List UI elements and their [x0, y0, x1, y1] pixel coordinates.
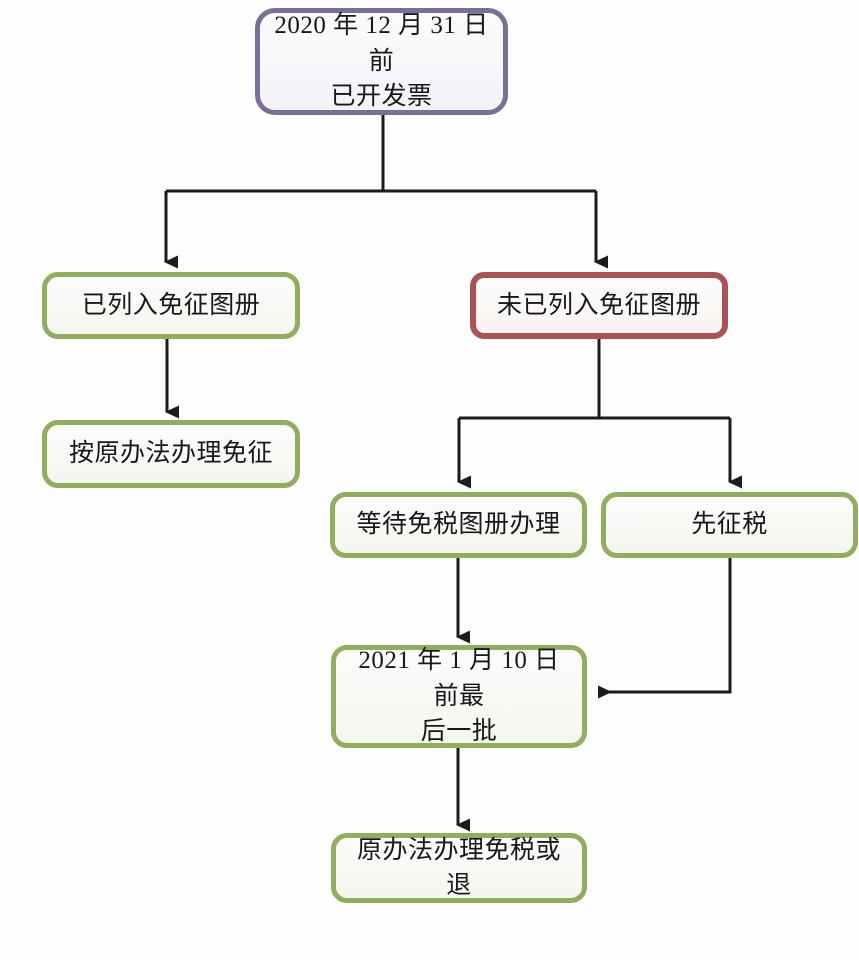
node-invoiced-before-20201231[interactable]: 2020 年 12 月 31 日前 已开发票 — [255, 8, 508, 115]
node-not-listed-in-catalog[interactable]: 未已列入免征图册 — [470, 272, 728, 339]
node-label: 未已列入免征图册 — [496, 291, 701, 319]
node-label: 先征税 — [691, 511, 768, 539]
node-label: 已列入免征图册 — [81, 291, 261, 319]
node-pay-tax-first[interactable]: 先征税 — [601, 492, 858, 558]
node-label: 2021 年 1 月 10 日前最 后一批 — [358, 647, 560, 746]
edge-paytax-to-lastbatch — [598, 558, 732, 699]
node-label: 等待免税图册办理 — [356, 511, 561, 539]
node-label: 原办法办理免税或退 — [356, 836, 561, 900]
node-label: 2020 年 12 月 31 日前 已开发票 — [274, 12, 489, 111]
node-refund-or-exempt[interactable]: 原办法办理免税或退 — [331, 833, 587, 903]
node-listed-in-catalog[interactable]: 已列入免征图册 — [42, 272, 300, 339]
node-label: 按原办法办理免征 — [68, 440, 273, 468]
node-last-batch-20210110[interactable]: 2021 年 1 月 10 日前最 后一批 — [331, 645, 587, 748]
node-exempt-original-method[interactable]: 按原办法办理免征 — [42, 420, 300, 488]
node-wait-for-catalog[interactable]: 等待免税图册办理 — [330, 492, 587, 558]
